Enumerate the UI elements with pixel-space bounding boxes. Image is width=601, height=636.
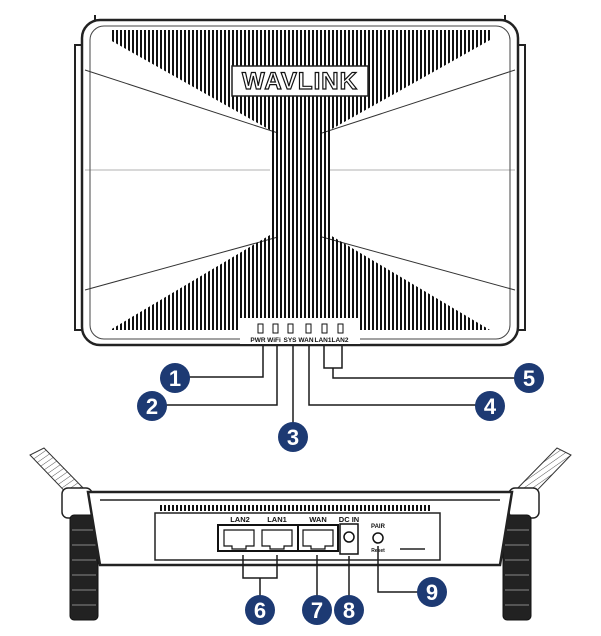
brand-logo: WAVLINK bbox=[242, 68, 358, 95]
dc-in-port: DC IN bbox=[339, 515, 359, 555]
right-antenna bbox=[502, 447, 572, 621]
led-label-sys: SYS bbox=[283, 337, 297, 344]
router-top-view: WAVLINK PWR WiFi SYS WAN LAN1 LAN2 bbox=[74, 15, 526, 347]
label-pair: PAIR bbox=[371, 524, 386, 530]
led-label-wifi: WiFi bbox=[267, 337, 281, 344]
svg-text:1: 1 bbox=[169, 366, 181, 391]
svg-text:5: 5 bbox=[523, 366, 535, 391]
callout-5: 5 bbox=[514, 363, 544, 393]
callout-4: 4 bbox=[475, 391, 505, 421]
top-callout-lines bbox=[165, 346, 518, 425]
callout-1: 1 bbox=[160, 363, 190, 393]
port-label-lan2: LAN2 bbox=[230, 515, 250, 524]
led-label-lan1: LAN1 bbox=[315, 337, 332, 344]
port-label-dc-in: DC IN bbox=[339, 515, 359, 524]
svg-text:7: 7 bbox=[311, 598, 323, 623]
svg-text:2: 2 bbox=[146, 394, 158, 419]
callout-3: 3 bbox=[278, 422, 308, 452]
left-antenna bbox=[29, 447, 99, 621]
svg-text:3: 3 bbox=[287, 425, 299, 450]
led-label-pwr: PWR bbox=[250, 337, 265, 344]
led-label-wan: WAN bbox=[298, 337, 313, 344]
router-back-view: LAN2 LAN1 WAN DC IN PAIR Reset bbox=[29, 447, 572, 621]
callout-6: 6 bbox=[245, 595, 275, 625]
svg-text:9: 9 bbox=[426, 580, 438, 605]
callout-markers: 1 2 3 4 5 6 7 8 bbox=[137, 363, 544, 625]
bottom-callout-lines bbox=[242, 546, 420, 598]
led-label-lan2: LAN2 bbox=[332, 337, 349, 344]
port-label-wan: WAN bbox=[309, 515, 327, 524]
vent-slots bbox=[160, 505, 430, 511]
callout-2: 2 bbox=[137, 391, 167, 421]
lan-ports: LAN2 LAN1 bbox=[217, 515, 299, 552]
wan-port: WAN bbox=[297, 515, 339, 552]
port-label-lan1: LAN1 bbox=[267, 515, 287, 524]
svg-text:6: 6 bbox=[254, 598, 266, 623]
callout-8: 8 bbox=[334, 595, 364, 625]
callout-7: 7 bbox=[302, 595, 332, 625]
svg-text:8: 8 bbox=[343, 598, 355, 623]
callout-9: 9 bbox=[417, 577, 447, 607]
svg-text:4: 4 bbox=[484, 394, 497, 419]
led-indicators bbox=[257, 323, 344, 334]
led-labels: PWR WiFi SYS WAN LAN1 LAN2 bbox=[250, 337, 348, 344]
